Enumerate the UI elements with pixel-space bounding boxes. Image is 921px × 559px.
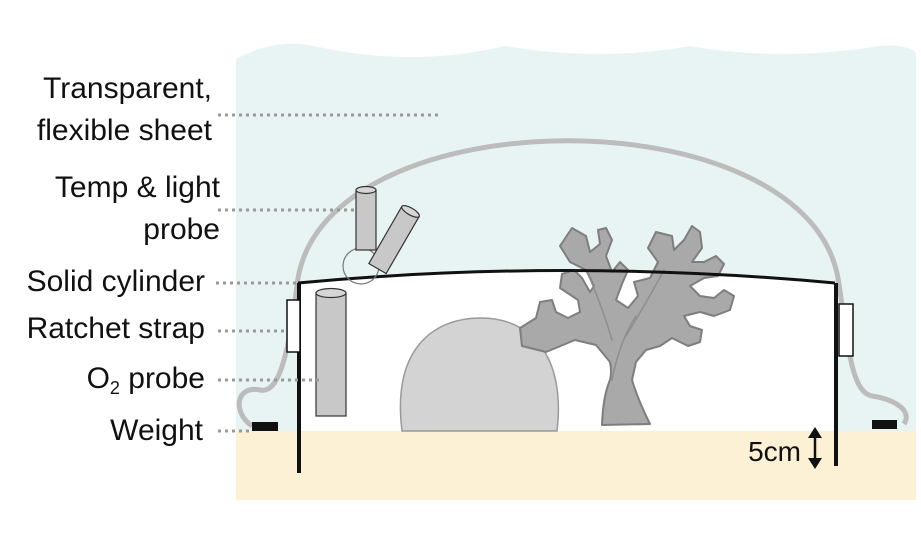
label-weight: Weight (110, 414, 203, 447)
ratchet-strap-left (286, 299, 301, 353)
label-o2-main: O (87, 362, 110, 395)
label-sheet-line2: flexible sheet (37, 114, 213, 147)
sand-seabed (236, 431, 916, 500)
temp-light-probe (342, 185, 420, 285)
boulder (399, 317, 560, 432)
label-o2-subscript: 2 (110, 378, 120, 398)
label-ratchet-strap: Ratchet strap (27, 312, 205, 345)
solid-cylinder-rim (297, 269, 836, 285)
label-probe-line2: probe (143, 213, 220, 246)
o2-probe (315, 287, 347, 417)
label-sheet-line1: Transparent, (43, 72, 212, 105)
label-o2-rest: probe (120, 362, 205, 395)
weight-left (252, 422, 278, 431)
label-solid-cylinder: Solid cylinder (27, 265, 205, 298)
ratchet-strap-right (838, 303, 854, 357)
height-measurement-label: 5cm (748, 436, 801, 467)
label-probe-line1: Temp & light (55, 171, 221, 204)
branching-coral (519, 225, 735, 426)
flexible-sheet (236, 138, 909, 429)
height-arrow-icon (808, 427, 822, 469)
enclosure-interior (298, 270, 835, 431)
weight-right (872, 420, 897, 429)
label-o2-probe: O2 probe (87, 362, 205, 398)
